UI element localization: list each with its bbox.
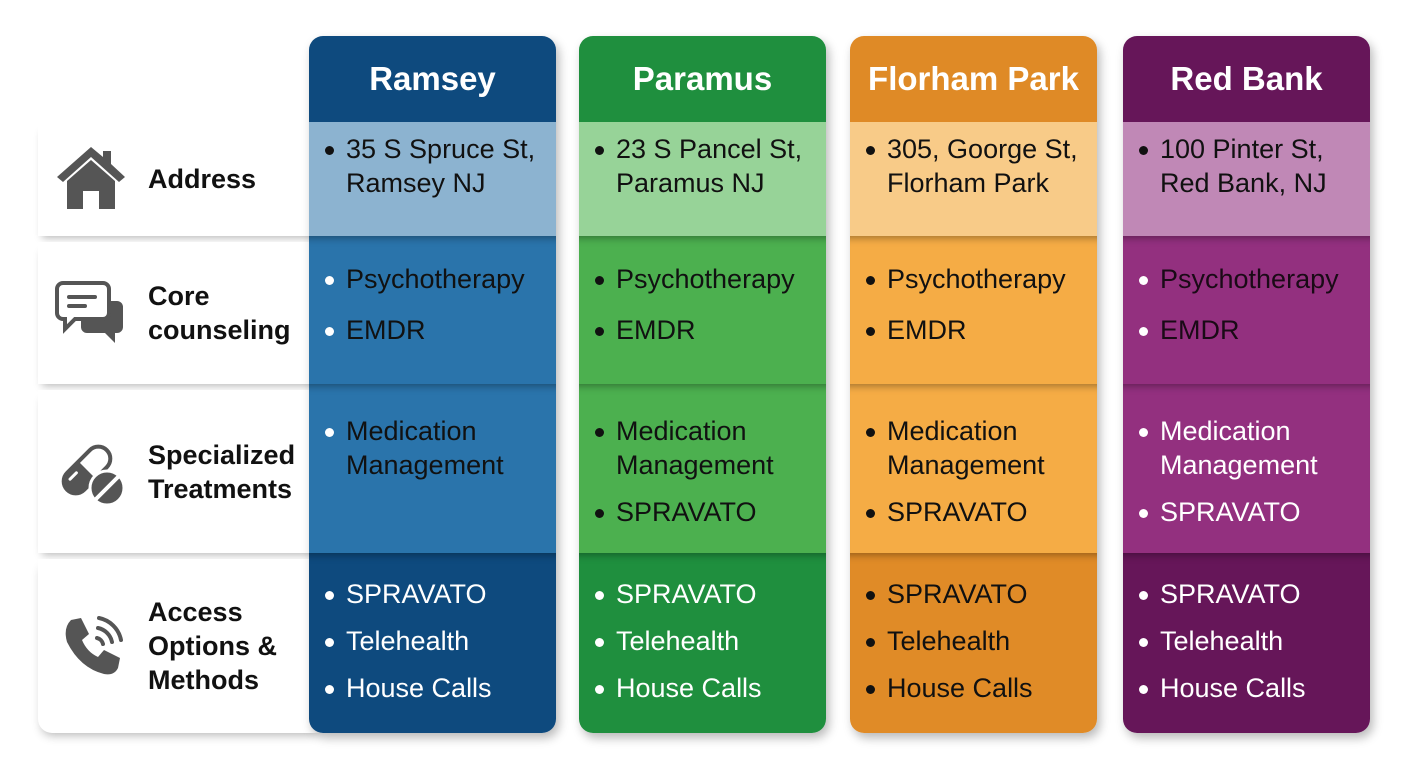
list-item: EMDR — [1139, 313, 1370, 347]
row-label-access-options: Access Options & Methods — [38, 559, 320, 733]
list-item: Medication Management — [866, 414, 1097, 482]
cell-specialized: Medication Management — [309, 384, 556, 553]
list-item: 305, Goorge St, Florham Park — [866, 132, 1097, 200]
location-column-florham-park: Florham Park 305, Goorge St, Florham Park… — [850, 36, 1097, 733]
list-item: Telehealth — [1139, 624, 1370, 658]
location-header: Red Bank — [1123, 36, 1370, 122]
list-item: House Calls — [325, 671, 556, 705]
location-header: Paramus — [579, 36, 826, 122]
row-label-core-counseling: Core counseling — [38, 242, 320, 384]
list-item: Psychotherapy — [866, 262, 1097, 296]
list-item: SPRAVATO — [866, 577, 1097, 611]
list-item: EMDR — [325, 313, 556, 347]
location-header: Florham Park — [850, 36, 1097, 122]
bullet-list: 100 Pinter St, Red Bank, NJ — [1139, 132, 1370, 200]
location-column-red-bank: Red Bank 100 Pinter St, Red Bank, NJ Psych… — [1123, 36, 1370, 733]
bullet-list: 35 S Spruce St, Ramsey NJ — [325, 132, 556, 200]
list-item: EMDR — [595, 313, 826, 347]
list-item: SPRAVATO — [866, 495, 1097, 529]
bullet-list: 23 S Pancel St, Paramus NJ — [595, 132, 826, 200]
bullet-list: 305, Goorge St, Florham Park — [866, 132, 1097, 200]
list-item: Medication Management — [1139, 414, 1370, 482]
chat-bubbles-icon — [52, 274, 130, 352]
row-label-address: Address — [38, 122, 320, 236]
list-item: House Calls — [1139, 671, 1370, 705]
cell-address: 35 S Spruce St, Ramsey NJ — [309, 122, 556, 236]
list-item: SPRAVATO — [595, 577, 826, 611]
list-item: Psychotherapy — [595, 262, 826, 296]
list-item: Psychotherapy — [325, 262, 556, 296]
pills-icon — [52, 433, 130, 511]
list-item: Medication Management — [595, 414, 826, 482]
list-item: SPRAVATO — [1139, 577, 1370, 611]
row-label-text: Address — [148, 164, 257, 194]
location-column-ramsey: Ramsey 35 S Spruce St, Ramsey NJ Psychothe… — [309, 36, 556, 733]
list-item: Psychotherapy — [1139, 262, 1370, 296]
list-item: EMDR — [866, 313, 1097, 347]
list-item: SPRAVATO — [1139, 495, 1370, 529]
list-item: Medication Management — [325, 414, 556, 482]
house-icon — [52, 140, 130, 218]
list-item: SPRAVATO — [325, 577, 556, 611]
list-item: Telehealth — [325, 624, 556, 658]
list-item: Telehealth — [595, 624, 826, 658]
list-item: 35 S Spruce St, Ramsey NJ — [325, 132, 556, 200]
list-item: House Calls — [595, 671, 826, 705]
location-header: Ramsey — [309, 36, 556, 122]
list-item: 23 S Pancel St, Paramus NJ — [595, 132, 826, 200]
row-label-specialized-treatments: Specialized Treatments — [38, 390, 320, 553]
row-label-text: Core counseling — [148, 281, 291, 345]
list-item: Telehealth — [866, 624, 1097, 658]
list-item: SPRAVATO — [595, 495, 826, 529]
cell-address: 100 Pinter St, Red Bank, NJ — [1123, 122, 1370, 236]
location-column-paramus: Paramus 23 S Pancel St, Paramus NJ Psychot… — [579, 36, 826, 733]
list-item: 100 Pinter St, Red Bank, NJ — [1139, 132, 1370, 200]
cell-address: 23 S Pancel St, Paramus NJ — [579, 122, 826, 236]
list-item: House Calls — [866, 671, 1097, 705]
row-label-text: Specialized Treatments — [148, 439, 296, 504]
phone-icon — [52, 607, 130, 685]
cell-address: 305, Goorge St, Florham Park — [850, 122, 1097, 236]
row-label-text: Access Options & Methods — [148, 597, 277, 695]
bullet-list: Medication Management — [325, 414, 556, 482]
